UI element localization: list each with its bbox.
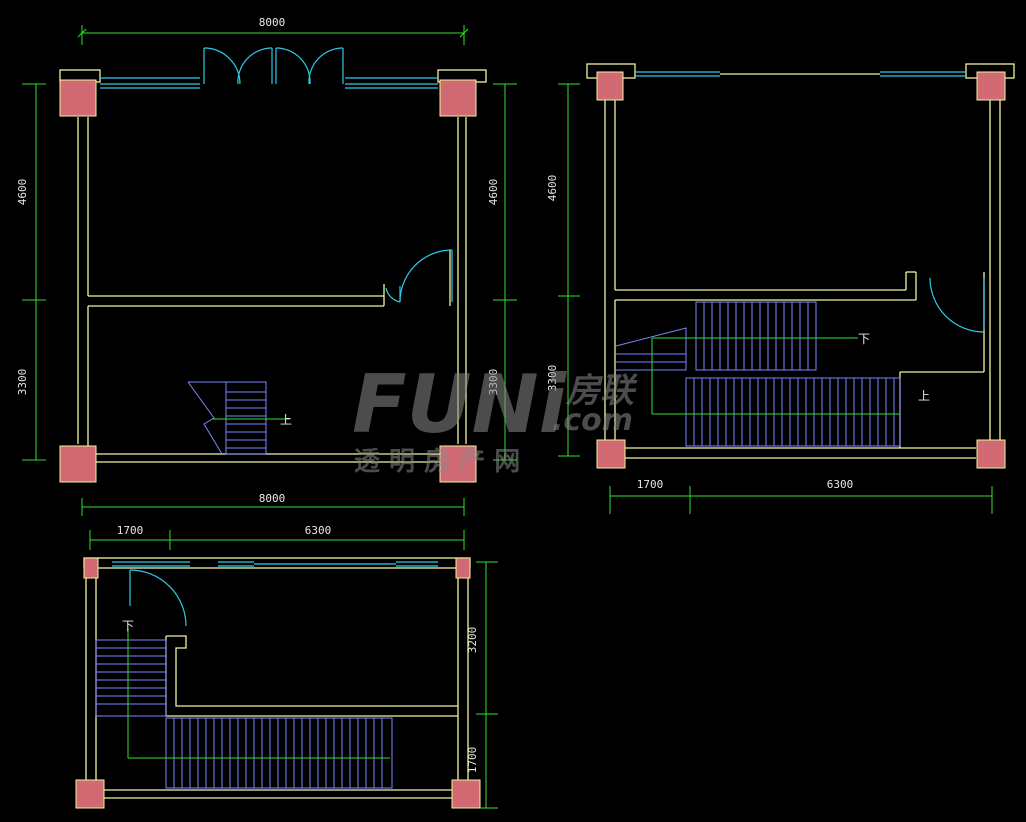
plan1-left-dim-lower: 3300 (16, 369, 29, 396)
watermark-brand: FUNi (352, 358, 568, 451)
plan1-right-dim-lower: 3300 (487, 369, 500, 396)
watermark-tagline: 透 明 房 产 网 (354, 447, 520, 477)
plan2-bottom-dim-right: 6300 (827, 478, 854, 491)
plan2-bottom-dimension: 1700 6300 (609, 478, 993, 514)
plan2-left-dim-lower: 3300 (546, 365, 559, 392)
plan2-left-dimension: 4600 3300 (546, 83, 580, 457)
plan1-right-dim-upper: 4600 (487, 179, 500, 206)
plan3-right-dimension: 3200 1700 (466, 561, 498, 809)
plan2-stair: 下 上 (615, 301, 930, 447)
plan1-left-dimension: 4600 3300 (16, 83, 46, 461)
watermark-dotcom: .com (552, 403, 633, 438)
plan3-top-dimension: 1700 6300 (89, 524, 465, 550)
plan3-columns (75, 557, 481, 809)
plan-3: 1700 6300 3200 1700 (75, 524, 498, 809)
plan1-right-dimension: 4600 3300 (487, 83, 517, 461)
plan3-stair-label: 下 (122, 619, 134, 633)
plan1-columns (59, 79, 477, 483)
plan3-stair: 下 (95, 619, 393, 789)
plan3-doors-windows (112, 561, 438, 627)
plan2-left-dim-upper: 4600 (546, 175, 559, 202)
plan3-walls (83, 557, 471, 799)
plan2-bottom-dim-left: 1700 (637, 478, 664, 491)
watermark-cn: 房联 (565, 371, 638, 411)
plan1-bottom-dim-text: 8000 (259, 492, 286, 505)
plan1-top-dim-text: 8000 (259, 16, 286, 29)
plan1-stair: 上 (187, 381, 292, 455)
plan1-top-dimension: 8000 (77, 16, 469, 45)
plan2-stair-label-down: 下 (858, 332, 870, 346)
watermark: FUNi 房联 .com 透 明 房 产 网 (352, 358, 638, 477)
plan2-stair-label-up: 上 (918, 389, 930, 403)
plan-2: 4600 3300 1700 6300 (546, 63, 1015, 514)
plan1-doors-windows (100, 47, 453, 303)
plan3-top-dim-left: 1700 (117, 524, 144, 537)
plan1-stair-label: 上 (280, 413, 292, 427)
plan3-right-dim-lower: 1700 (466, 747, 479, 774)
plan-1: 8000 4600 3300 4600 3300 8000 (16, 16, 517, 516)
plan2-doors-windows (635, 71, 985, 333)
plan2-walls (586, 63, 1015, 459)
plan3-right-dim-upper: 3200 (466, 627, 479, 654)
plan1-left-dim-upper: 4600 (16, 179, 29, 206)
plan1-bottom-dimension: 8000 (81, 492, 465, 516)
plan1-walls (59, 69, 487, 463)
plan3-top-dim-right: 6300 (305, 524, 332, 537)
plan2-columns (596, 71, 1006, 469)
